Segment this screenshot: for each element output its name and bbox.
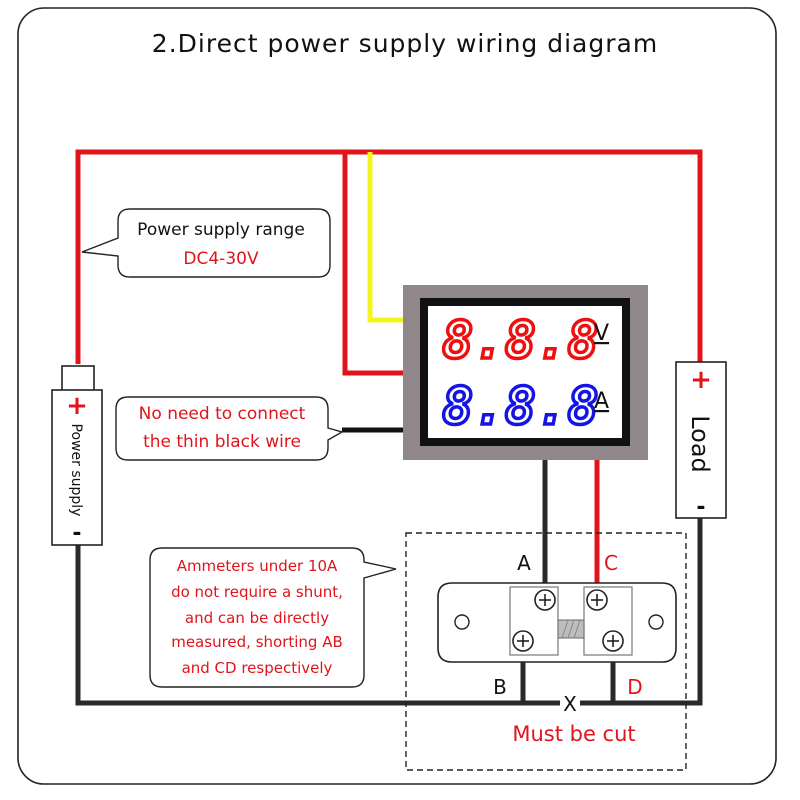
- thin-wire-callout: [115, 396, 344, 461]
- terminal-label-d: D: [627, 675, 642, 699]
- shunt-line-4: measured, shorting AB: [171, 633, 343, 651]
- power-supply-minus: -: [72, 521, 81, 546]
- power-range-line2: DC4-30V: [183, 249, 259, 269]
- shunt-hatch-2: [567, 619, 575, 639]
- shunt-hatch-1: [561, 619, 569, 639]
- cut-mark-x: X: [563, 692, 577, 716]
- shunt-dashed-box: [405, 532, 687, 771]
- load-body: [675, 361, 727, 519]
- screw-c: [586, 589, 608, 611]
- shunt-hatch-3: [573, 619, 581, 639]
- voltage-digits: 8.8.8: [442, 311, 599, 371]
- current-unit: A: [594, 389, 609, 414]
- red-wire-meter: [342, 152, 403, 376]
- diagram-title: 2.Direct power supply wiring diagram: [152, 29, 658, 58]
- shunt-line-5: and CD respectively: [182, 659, 333, 677]
- must-be-cut-label: Must be cut: [512, 722, 635, 746]
- current-digits: 8.8.8: [442, 377, 599, 437]
- shunt-line-2: do not require a shunt,: [171, 583, 343, 601]
- shunt-callout: [149, 547, 397, 688]
- load-minus: -: [696, 495, 705, 520]
- thin-wire-line2: the thin black wire: [143, 432, 301, 452]
- screw-a: [534, 589, 556, 611]
- screw-b: [512, 630, 534, 652]
- black-wire-bottom-right: [580, 518, 703, 706]
- power-range-line1: Power supply range: [137, 220, 305, 240]
- screw-d: [602, 630, 624, 652]
- thin-wire-line1: No need to connect: [139, 404, 306, 424]
- shunt-mount-hole-right: [648, 614, 664, 630]
- power-supply-plus: +: [66, 391, 88, 421]
- shunt-line-1: Ammeters under 10A: [177, 557, 338, 575]
- red-wire-top: [75, 149, 703, 364]
- meter-screen: [428, 306, 622, 438]
- power-supply-cap: [61, 365, 95, 393]
- black-wire-bottom-left: [75, 545, 560, 706]
- power-supply-body: [51, 389, 103, 546]
- yellow-wire: [367, 152, 403, 323]
- load-label: Load: [686, 415, 714, 473]
- terminal-label-a: A: [517, 551, 531, 575]
- terminal-label-c: C: [604, 551, 618, 575]
- outer-frame: [17, 7, 777, 785]
- voltage-unit: V: [594, 321, 609, 346]
- shunt-line-3: and can be directly: [185, 609, 329, 627]
- power-supply-label: Power supply: [68, 424, 84, 517]
- power-range-callout: [81, 208, 331, 278]
- load-plus: +: [690, 365, 712, 395]
- shunt-mount-hole-left: [454, 614, 470, 630]
- terminal-label-b: B: [493, 675, 507, 699]
